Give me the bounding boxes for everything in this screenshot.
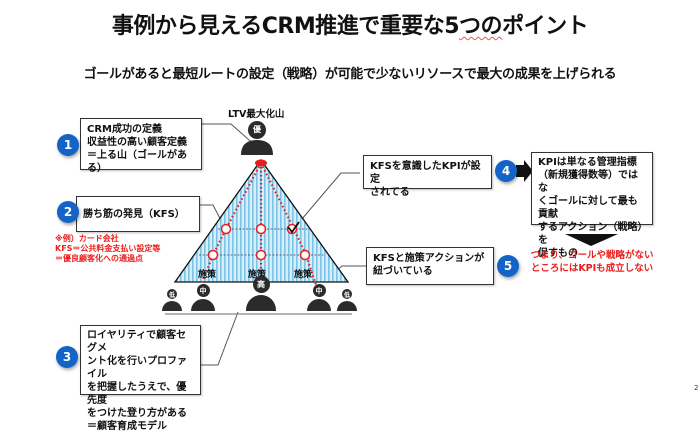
customer-icon: 中 (307, 284, 331, 311)
customer-body (162, 301, 182, 311)
customer-body (246, 295, 276, 311)
customer-icon: 中 (191, 284, 215, 311)
customer-rank-label: 低 (342, 289, 352, 299)
customer-body (191, 299, 215, 311)
point-4-badge: 4 (495, 160, 517, 182)
point-5-box: KFSと施策アクションが 紐づいている (366, 247, 494, 285)
checkpoint (286, 223, 298, 235)
route-right (260, 162, 318, 286)
arrow-right-icon (516, 160, 533, 182)
route-checkpoints (207, 223, 311, 261)
route-lines (199, 162, 318, 287)
point-2-box: 勝ち筋の発見（KFS） (76, 196, 200, 232)
measure-label: 施策 (248, 270, 267, 280)
page-title: 事例から見えるCRM推進で重要な5つのポイント (0, 8, 700, 40)
point-1-line: 収益性の高い顧客定義 (87, 137, 187, 148)
point-1-badge: 1 (57, 134, 79, 156)
point-3-line: を把握したうえで、優先度 (87, 382, 187, 406)
conclusion-line: ところにはKPIも成立しない (530, 263, 654, 274)
title-text: 事例から見えるCRM推進で重要な5 (111, 14, 460, 39)
point-1-box: CRM成功の定義 収益性の高い顧客定義 ＝上る山（ゴールがある） (80, 118, 202, 174)
point-5-line: KFSと施策アクションが (373, 253, 485, 264)
checkpoint (255, 249, 267, 261)
route-left (199, 162, 262, 286)
checkpoint (220, 223, 232, 235)
checkpoint (255, 223, 267, 235)
point-4-line: KFSを意識したKPIが設定 (370, 161, 481, 185)
customer-rank-label: 中 (312, 284, 326, 297)
title-text-suffix: ポイント (502, 14, 589, 39)
note-line: KFS＝公共料金支払い設定等 (55, 244, 161, 253)
point-3-line: ＝顧客育成モデル (87, 421, 167, 432)
point-3-line: ロイヤリティで顧客セグメ (87, 330, 187, 354)
customer-icon: 低 (162, 289, 182, 311)
conclusion-line: つまり、ゴールや戦略がない (530, 250, 654, 261)
point-3-box: ロイヤリティで顧客セグメ ント化を行いプロファイル を把握したうえで、優先度 を… (80, 325, 201, 432)
kpi-line: 促すもの (538, 248, 578, 259)
kpi-line: するアクション（戦略）を (538, 222, 643, 246)
customer-icon: 高 (246, 276, 276, 311)
note-line: ＝優良顧客化への通過点 (55, 254, 143, 263)
peak-label: LTV最大化山 (228, 109, 285, 120)
customer-body (307, 299, 331, 311)
point-3-line: をつけた登り方がある (87, 408, 187, 419)
connector-line-1 (202, 123, 258, 148)
connector-line-4 (295, 172, 360, 227)
top-customer-icon (241, 121, 273, 155)
point-5-line: 紐づいている (373, 266, 433, 277)
point-2-note: ※例）カード会社 KFS＝公共料金支払い設定等 ＝優良顧客化への通過点 (55, 234, 160, 264)
measure-label: 施策 (294, 270, 313, 280)
arrow-down-icon (565, 234, 618, 246)
point-3-line: ント化を行いプロファイル (87, 356, 187, 380)
point-2-line: 勝ち筋の発見（KFS） (83, 208, 185, 220)
kpi-line: くゴールに対して最も貢献 (538, 196, 638, 220)
point-4-box: KFSを意識したKPIが設定 されてる (363, 155, 492, 198)
mountain-diagram (165, 121, 618, 366)
checkmark-icon (287, 221, 300, 234)
connector-line-3 (201, 311, 239, 366)
checkpoint (299, 249, 311, 261)
measure-label: 施策 (198, 270, 217, 280)
title-text-underlined: つの (459, 14, 503, 39)
customer-body (337, 301, 357, 311)
kpi-line: （新規獲得数等）ではな (538, 170, 638, 194)
kpi-line: KPIは単なる管理指標 (538, 157, 637, 168)
conclusion-text: つまり、ゴールや戦略がない ところにはKPIも成立しない (530, 249, 654, 275)
point-4-line: されてる (370, 187, 410, 198)
point-1-line: CRM成功の定義 (87, 124, 162, 135)
note-line: ※例）カード会社 (55, 234, 119, 243)
customer-icon: 低 (337, 289, 357, 311)
point-3-badge: 3 (56, 346, 78, 368)
checkpoint (207, 249, 219, 261)
customer-rank-label: 高 (252, 276, 270, 293)
customer-rank-label: 低 (167, 289, 177, 299)
point-1-line: ＝上る山（ゴールがある） (87, 150, 187, 174)
top-customer-badge: 優 (253, 125, 261, 134)
summit-marker (255, 159, 267, 167)
subtitle: ゴールがあると最短ルートの設定（戦略）が可能で少ないリソースで最大の成果を上げら… (83, 67, 617, 82)
point-5-badge: 5 (497, 255, 519, 277)
kpi-explanation-box: KPIは単なる管理指標 （新規獲得数等）ではな くゴールに対して最も貢献 するア… (531, 152, 653, 259)
point-2-badge: 2 (57, 201, 79, 223)
page-number: 2 (694, 384, 699, 392)
customer-rank-label: 中 (196, 284, 210, 297)
